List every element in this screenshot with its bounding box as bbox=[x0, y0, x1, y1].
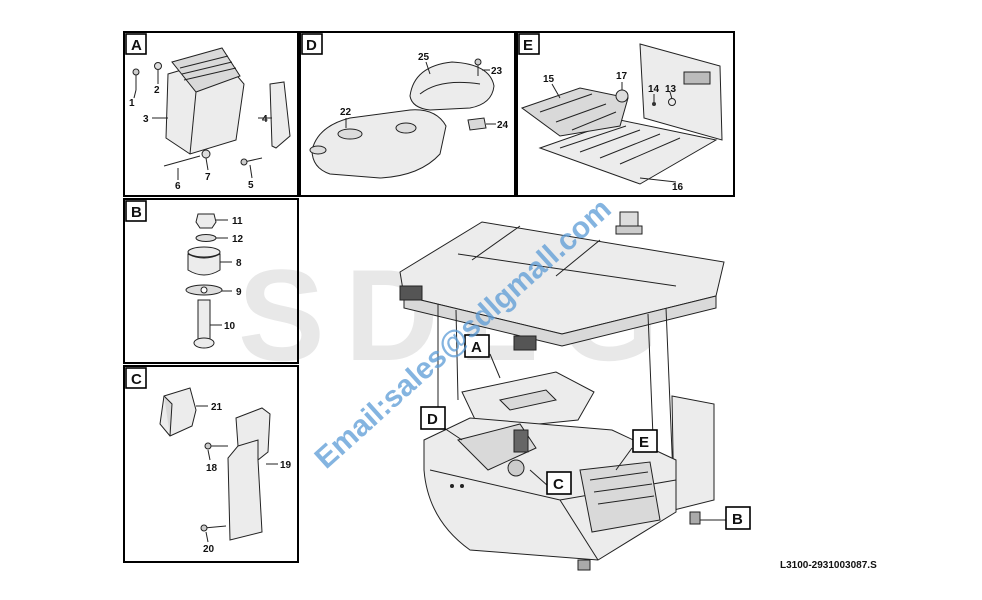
panel-e: E 15 17 14 13 16 bbox=[516, 31, 735, 197]
callout-25: 25 bbox=[418, 52, 430, 63]
panel-c: C 21 18 19 20 bbox=[123, 365, 299, 563]
panel-b-label: B bbox=[131, 204, 142, 221]
svg-text:E: E bbox=[639, 434, 649, 451]
callout-9: 9 bbox=[236, 287, 242, 298]
panel-a-label: A bbox=[131, 37, 142, 54]
cab-tag-c: C bbox=[546, 471, 572, 495]
callout-19: 19 bbox=[280, 460, 292, 471]
callout-13: 13 bbox=[665, 84, 677, 95]
callout-21: 21 bbox=[211, 402, 223, 413]
svg-text:C: C bbox=[553, 476, 564, 493]
callout-7: 7 bbox=[205, 172, 211, 183]
callout-5: 5 bbox=[248, 180, 254, 191]
panel-c-label: C bbox=[131, 371, 142, 388]
svg-text:B: B bbox=[732, 511, 743, 528]
callout-14: 14 bbox=[648, 84, 660, 95]
svg-text:D: D bbox=[427, 411, 438, 428]
callout-2: 2 bbox=[154, 85, 160, 96]
callout-15: 15 bbox=[543, 74, 555, 85]
callout-4: 4 bbox=[262, 114, 268, 125]
callout-8: 8 bbox=[236, 258, 242, 269]
callout-6: 6 bbox=[175, 181, 181, 192]
callout-18: 18 bbox=[206, 463, 218, 474]
panel-b: B 11 12 8 9 10 bbox=[123, 198, 299, 364]
callout-17: 17 bbox=[616, 71, 628, 82]
callout-24: 24 bbox=[497, 120, 509, 131]
panel-d-label: D bbox=[306, 37, 317, 54]
cab-tag-b: B bbox=[725, 506, 751, 530]
callout-12: 12 bbox=[232, 234, 244, 245]
callout-10: 10 bbox=[224, 321, 236, 332]
panel-a: A 1 2 3 4 5 6 7 bbox=[123, 31, 299, 197]
callout-3: 3 bbox=[143, 114, 149, 125]
panel-d: D 25 23 22 24 bbox=[299, 31, 516, 197]
callout-23: 23 bbox=[491, 66, 503, 77]
svg-text:A: A bbox=[471, 339, 482, 356]
cab-tag-e: E bbox=[632, 429, 658, 453]
callout-20: 20 bbox=[203, 544, 215, 555]
callout-16: 16 bbox=[672, 182, 684, 193]
callout-11: 11 bbox=[232, 216, 243, 227]
panel-e-label: E bbox=[523, 37, 533, 54]
cab-tag-a: A bbox=[464, 334, 490, 358]
callout-1: 1 bbox=[129, 98, 135, 109]
callout-22: 22 bbox=[340, 107, 352, 118]
drawing-code: L3100-2931003087.S bbox=[780, 560, 877, 571]
cab-tag-d: D bbox=[420, 406, 446, 430]
